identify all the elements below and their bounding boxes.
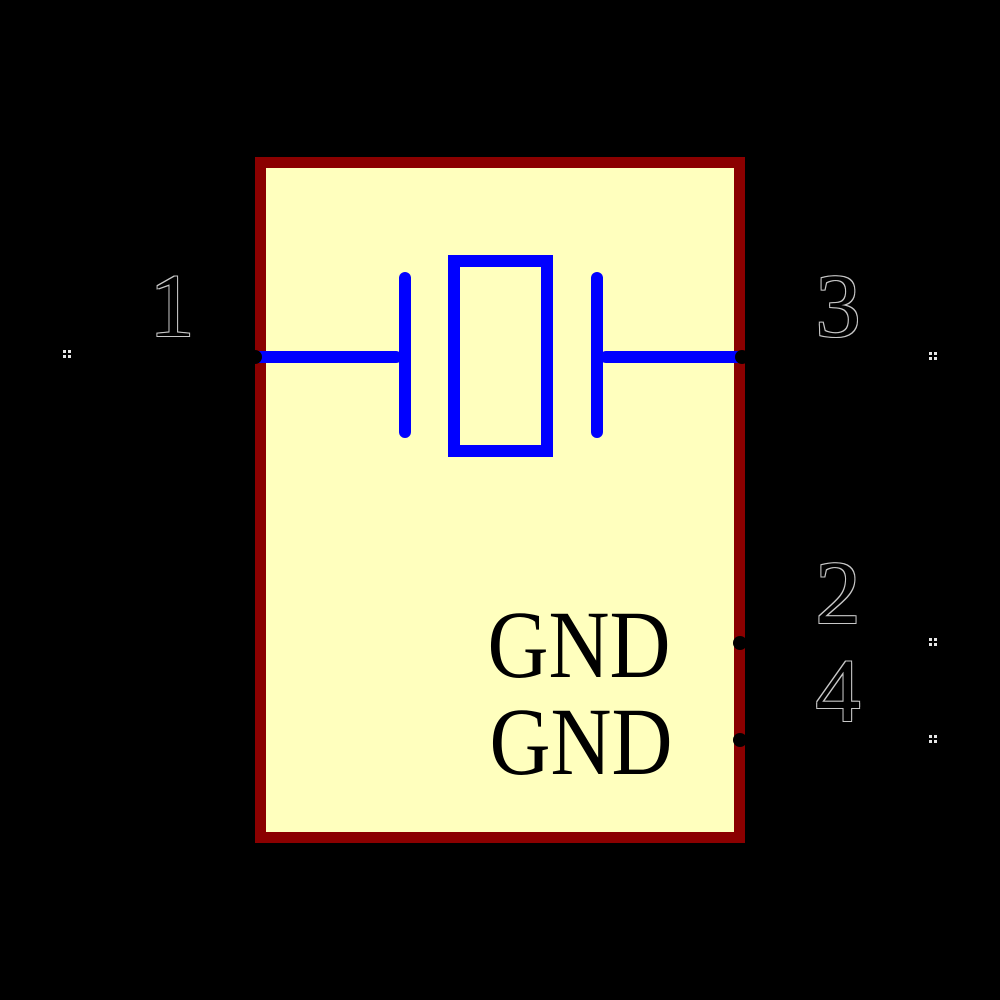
pin-3-number: 3 xyxy=(815,257,861,356)
pin-2-terminal[interactable] xyxy=(733,636,747,650)
component-body[interactable] xyxy=(255,157,745,843)
pin-4-terminal[interactable] xyxy=(733,733,747,747)
pin-3-endpoint-marker xyxy=(929,352,932,355)
pin-1-number: 1 xyxy=(149,257,195,356)
crystal-symbol[interactable] xyxy=(252,255,748,457)
pin-1-endpoint-marker xyxy=(63,350,66,353)
pin-4-name-label: GND xyxy=(489,688,673,795)
pin-4-number: 4 xyxy=(815,642,861,741)
pin-2-number: 2 xyxy=(815,544,861,643)
pin-4-endpoint-marker xyxy=(929,735,932,738)
crystal-body-rect xyxy=(448,255,553,457)
pin-2-endpoint-marker xyxy=(929,638,932,641)
pin-1-terminal[interactable] xyxy=(248,350,262,364)
pin-3-terminal[interactable] xyxy=(735,350,749,364)
pin-2-name-label: GND xyxy=(487,591,671,698)
